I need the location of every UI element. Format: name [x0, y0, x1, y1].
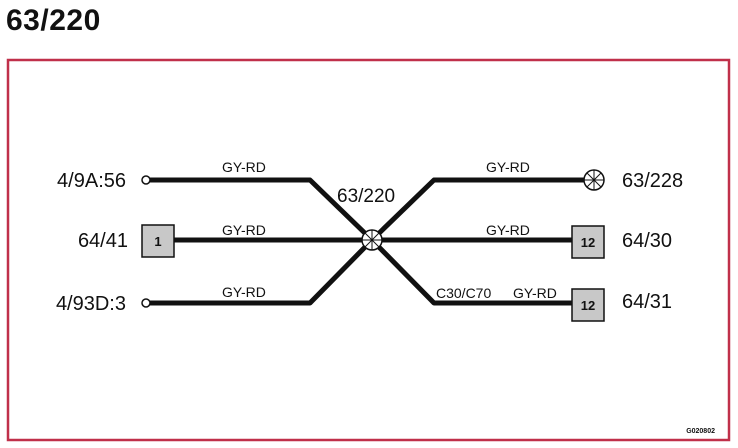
wire-right-top — [369, 177, 597, 243]
open-circle-icon — [141, 298, 151, 308]
wire-label: GY-RD — [222, 284, 266, 300]
wire-variant-label: C30/C70 — [436, 285, 491, 301]
diagram-frame — [6, 58, 731, 442]
wire-label: GY-RD — [486, 159, 530, 175]
open-circle-icon — [141, 175, 151, 185]
connector-box-left-middle — [141, 224, 175, 258]
end-label-right-top: 63/228 — [622, 170, 683, 192]
page-title: 63/220 — [6, 4, 101, 37]
connector-number: 1 — [154, 234, 161, 249]
wire-label: GY-RD — [513, 285, 557, 301]
connector-number: 12 — [581, 235, 595, 250]
wire-label: GY-RD — [486, 222, 530, 238]
wire-left-bottom — [145, 237, 375, 306]
splice-label: 63/220 — [337, 186, 395, 207]
ground-point-icon — [583, 169, 605, 191]
connector-box-right-middle — [571, 225, 605, 259]
splice-point-icon — [361, 229, 383, 251]
wire-label: GY-RD — [222, 222, 266, 238]
connector-box-right-bottom — [571, 288, 605, 322]
wire-right-bottom — [369, 237, 575, 306]
end-label-left-top: 4/9A:56 — [57, 170, 126, 192]
wire-left-top — [145, 177, 375, 243]
end-label-right-bottom: 64/31 — [622, 291, 672, 313]
wire-label: GY-RD — [222, 159, 266, 175]
end-label-left-bottom: 4/93D:3 — [56, 293, 126, 315]
end-label-left-middle: 64/41 — [78, 230, 128, 252]
end-label-right-middle: 64/30 — [622, 230, 672, 252]
diagram-code: G020802 — [686, 428, 715, 435]
connector-number: 12 — [581, 298, 595, 313]
